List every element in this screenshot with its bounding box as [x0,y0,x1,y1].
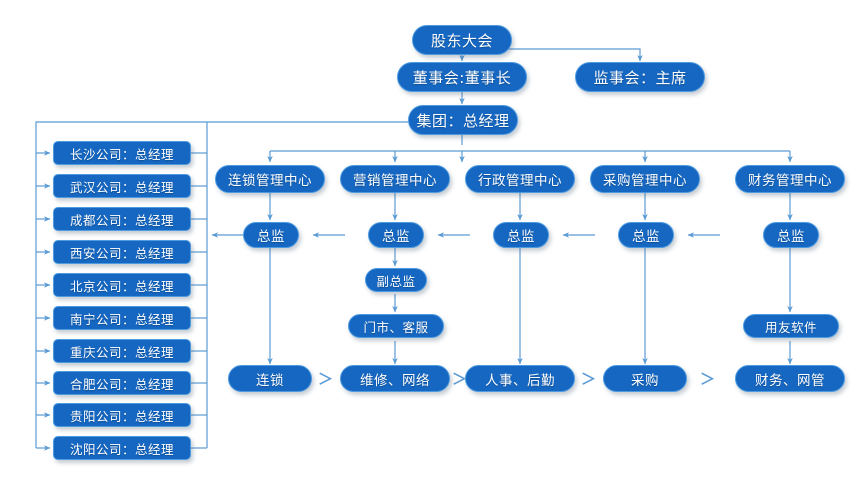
node-deputy-director-marketing[interactable]: 副总监 [365,268,427,292]
node-company-chengdu[interactable]: 成都公司：总经理 [53,207,191,231]
flow-arrow-icon-2: ＞ [452,370,468,388]
node-leaf-chain[interactable]: 连锁 [228,365,312,392]
node-leaf-finance-network-admin[interactable]: 财务、网管 [735,365,845,392]
node-company-beijing[interactable]: 北京公司：总经理 [53,273,191,297]
node-leaf-procurement[interactable]: 采购 [603,365,687,392]
node-company-wuhan[interactable]: 武汉公司：总经理 [53,174,191,198]
node-leaf-maintenance-network[interactable]: 维修、网络 [340,365,450,392]
node-company-shenyang[interactable]: 沈阳公司：总经理 [53,436,191,460]
node-board-of-directors[interactable]: 董事会:董事长 [397,62,527,92]
flow-arrow-icon-3: ＞ [581,370,597,388]
node-center-administration[interactable]: 行政管理中心 [465,165,575,193]
node-yonyou-software[interactable]: 用友软件 [743,314,839,338]
node-center-finance[interactable]: 财务管理中心 [735,165,845,193]
node-company-changsha[interactable]: 长沙公司：总经理 [53,141,191,165]
node-retail-customer-service[interactable]: 门市、客服 [348,314,444,338]
node-company-nanning[interactable]: 南宁公司：总经理 [53,306,191,330]
node-director-chain[interactable]: 总监 [243,222,299,248]
node-shareholders-meeting[interactable]: 股东大会 [412,25,512,55]
node-director-finance[interactable]: 总监 [763,222,819,248]
flow-arrow-icon-4: ＞ [700,370,716,388]
node-leaf-hr-logistics[interactable]: 人事、后勤 [465,365,575,392]
node-center-marketing[interactable]: 营销管理中心 [340,165,450,193]
node-director-procurement[interactable]: 总监 [618,222,674,248]
node-director-marketing[interactable]: 总监 [368,222,424,248]
node-director-administration[interactable]: 总监 [493,222,549,248]
node-company-guiyang[interactable]: 贵阳公司：总经理 [53,403,191,427]
node-company-hefei[interactable]: 合肥公司：总经理 [53,371,191,395]
flow-arrow-icon-1: ＞ [318,370,334,388]
node-company-xian[interactable]: 西安公司：总经理 [53,240,191,264]
node-company-chongqing[interactable]: 重庆公司：总经理 [53,339,191,363]
node-center-procurement[interactable]: 采购管理中心 [590,165,700,193]
node-group-general-manager[interactable]: 集团：总经理 [408,105,518,135]
node-board-of-supervisors[interactable]: 监事会：主席 [575,62,705,92]
node-center-chain[interactable]: 连锁管理中心 [215,165,325,193]
